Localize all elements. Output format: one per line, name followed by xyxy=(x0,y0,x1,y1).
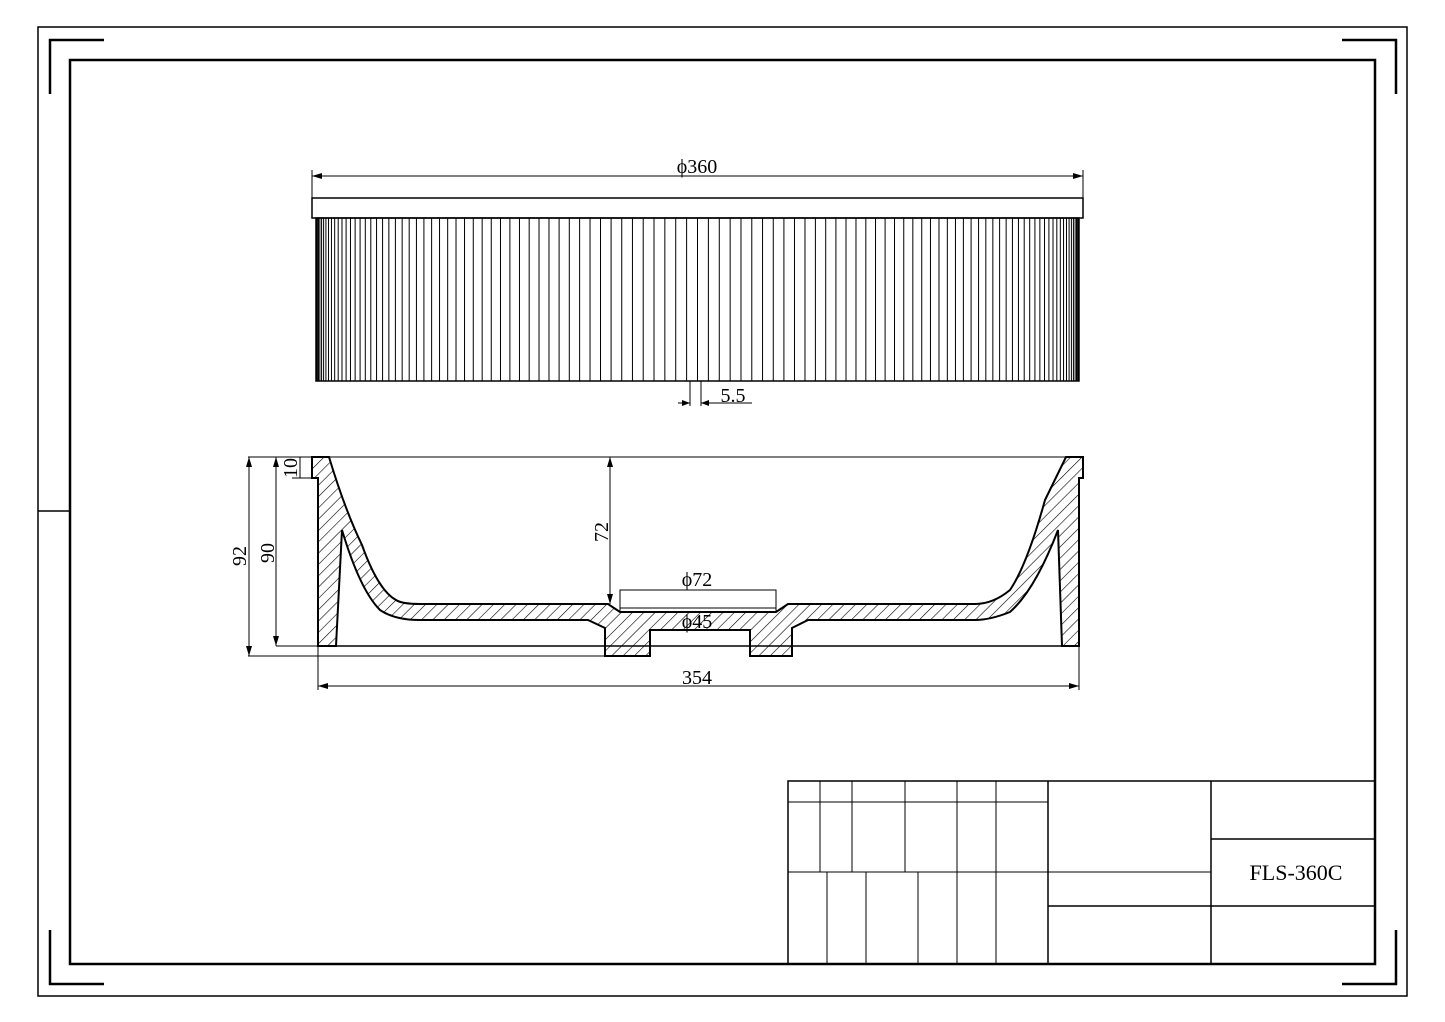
basin-section-body xyxy=(311,456,1084,657)
bowl-depth-label: 72 xyxy=(591,522,613,542)
base-width-dimension: 354 xyxy=(317,646,1080,690)
rib-pitch-label: 5.5 xyxy=(721,385,746,407)
base-width-label: 354 xyxy=(682,667,712,689)
rim-height-label: 10 xyxy=(280,458,302,478)
height-dimensions: 92 90 10 xyxy=(229,456,605,657)
front-view xyxy=(311,197,1084,382)
model-code: FLS-360C xyxy=(1250,860,1343,885)
drain-dimensions: ϕ72 ϕ45 xyxy=(682,569,713,633)
height-inner-label: 90 xyxy=(257,543,279,563)
bowl-depth-dimension: 72 xyxy=(591,457,613,604)
top-diameter-dimension: ϕ360 xyxy=(311,156,1084,198)
rib-pitch-dimension: 5.5 xyxy=(678,381,752,407)
height-outer-label: 92 xyxy=(229,546,251,566)
title-block: FLS-360C xyxy=(787,780,1376,965)
drain-outer-label: ϕ72 xyxy=(682,569,713,591)
section-view xyxy=(311,456,1084,657)
drain-inner-label: ϕ45 xyxy=(682,611,713,633)
top-diameter-label: ϕ360 xyxy=(677,156,718,178)
fluted-ribs xyxy=(315,218,1080,381)
sheet-frame xyxy=(37,26,1408,997)
